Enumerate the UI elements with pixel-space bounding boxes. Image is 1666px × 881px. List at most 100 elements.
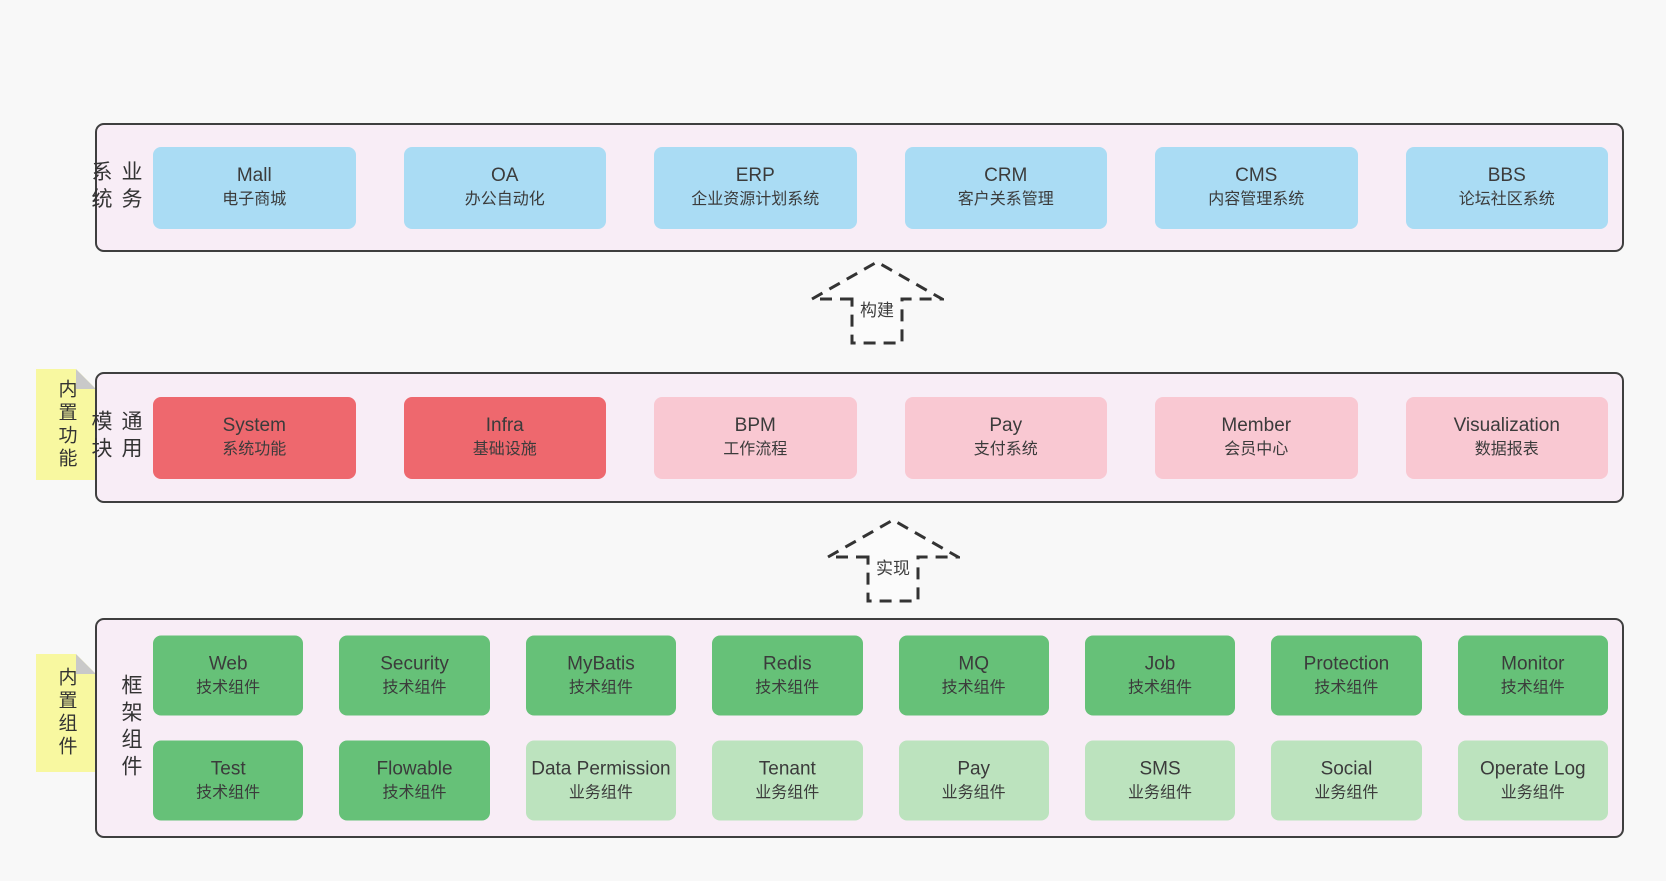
box-subtitle: 技术组件 xyxy=(941,679,1006,697)
box-erp: ERP 企业资源计划系统 xyxy=(654,146,857,229)
box-flowable: Flowable 技术组件 xyxy=(339,740,490,821)
framework-components-section: 框架组件 Web 技术组件 Security 技术组件 MyBatis 技术组件… xyxy=(95,618,1624,838)
box-subtitle: 技术组件 xyxy=(755,679,820,697)
build-arrow-label: 构建 xyxy=(860,301,894,320)
box-title: ERP xyxy=(735,165,775,187)
box-subtitle: 技术组件 xyxy=(1500,679,1565,697)
box-social: Social 业务组件 xyxy=(1271,740,1422,821)
box-subtitle: 技术组件 xyxy=(196,784,261,802)
box-title: MyBatis xyxy=(567,653,635,675)
arrow-outline xyxy=(826,518,960,603)
box-infra: Infra 基础设施 xyxy=(403,396,606,479)
box-title: Test xyxy=(210,758,246,780)
box-test: Test 技术组件 xyxy=(153,740,304,821)
business-systems-label: 业务系统 xyxy=(89,160,142,215)
business-systems-row: Mall 电子商城 OA 办公自动化 ERP 企业资源计划系统 CRM 客户关系… xyxy=(153,146,1608,229)
box-title: Mall xyxy=(236,165,272,187)
box-subtitle: 办公自动化 xyxy=(464,191,545,209)
box-oa: OA 办公自动化 xyxy=(403,146,606,229)
common-modules-row: System 系统功能 Infra 基础设施 BPM 工作流程 Pay 支付系统… xyxy=(153,396,1608,479)
box-web: Web 技术组件 xyxy=(153,635,304,716)
box-subtitle: 技术组件 xyxy=(382,679,447,697)
box-subtitle: 基础设施 xyxy=(472,441,537,459)
box-subtitle: 技术组件 xyxy=(196,679,261,697)
box-protection: Protection 技术组件 xyxy=(1271,635,1422,716)
box-subtitle: 技术组件 xyxy=(1128,679,1193,697)
box-title: OA xyxy=(491,165,519,187)
box-subtitle: 技术组件 xyxy=(568,679,633,697)
box-bpm: BPM 工作流程 xyxy=(654,396,857,479)
box-crm: CRM 客户关系管理 xyxy=(904,146,1107,229)
box-title: Tenant xyxy=(758,758,816,780)
box-member: Member 会员中心 xyxy=(1155,396,1358,479)
box-subtitle: 业务组件 xyxy=(1500,784,1565,802)
box-redis: Redis 技术组件 xyxy=(712,635,863,716)
box-subtitle: 业务组件 xyxy=(1128,784,1193,802)
box-subtitle: 工作流程 xyxy=(723,441,788,459)
box-subtitle: 内容管理系统 xyxy=(1208,191,1305,209)
business-systems-section: 业务系统 Mall 电子商城 OA 办公自动化 ERP 企业资源计划系统 CRM… xyxy=(89,123,1624,252)
sticky-note-builtin-features: 内置功能 xyxy=(36,369,96,480)
sticky-note-builtin-components: 内置组件 xyxy=(36,654,96,772)
box-mall: Mall 电子商城 xyxy=(153,146,356,229)
common-modules-label: 通用模块 xyxy=(89,410,142,465)
box-title: Web xyxy=(208,653,248,675)
box-subtitle: 业务组件 xyxy=(755,784,820,802)
box-subtitle: 数据报表 xyxy=(1474,441,1539,459)
sticky-note-text: 内置组件 xyxy=(55,667,77,759)
box-title: Flowable xyxy=(376,758,453,780)
box-subtitle: 业务组件 xyxy=(1314,784,1379,802)
box-cms: CMS 内容管理系统 xyxy=(1155,146,1358,229)
box-title: Pay xyxy=(957,758,991,780)
implement-arrow-up: 实现 xyxy=(826,518,960,603)
box-title: Infra xyxy=(485,415,524,437)
box-title: Data Permission xyxy=(531,758,671,780)
box-monitor: Monitor 技术组件 xyxy=(1457,635,1608,716)
implement-arrow-label: 实现 xyxy=(876,559,910,578)
box-subtitle: 系统功能 xyxy=(222,441,287,459)
common-modules-section: 通用模块 System 系统功能 Infra 基础设施 BPM 工作流程 Pay… xyxy=(89,372,1624,503)
box-pay-component: Pay 业务组件 xyxy=(898,740,1049,821)
box-subtitle: 会员中心 xyxy=(1224,441,1289,459)
box-title: System xyxy=(222,415,286,437)
box-sms: SMS 业务组件 xyxy=(1084,740,1236,821)
box-mybatis: MyBatis 技术组件 xyxy=(525,635,677,716)
box-title: Visualization xyxy=(1453,415,1560,437)
box-subtitle: 技术组件 xyxy=(382,784,447,802)
box-title: BPM xyxy=(734,415,776,437)
box-title: SMS xyxy=(1139,758,1181,780)
box-subtitle: 业务组件 xyxy=(568,784,633,802)
sticky-note-text: 内置功能 xyxy=(55,378,77,471)
box-subtitle: 业务组件 xyxy=(941,784,1006,802)
box-subtitle: 论坛社区系统 xyxy=(1458,191,1555,209)
box-subtitle: 企业资源计划系统 xyxy=(691,191,820,209)
box-title: CMS xyxy=(1235,165,1278,187)
box-bbs: BBS 论坛社区系统 xyxy=(1405,146,1608,229)
build-arrow-up: 构建 xyxy=(810,260,944,345)
box-job: Job 技术组件 xyxy=(1084,635,1236,716)
box-title: Job xyxy=(1144,653,1176,675)
box-title: Monitor xyxy=(1501,653,1565,675)
box-title: CRM xyxy=(984,165,1028,187)
arrow-outline xyxy=(810,260,944,345)
box-pay-module: Pay 支付系统 xyxy=(904,396,1107,479)
box-title: Operate Log xyxy=(1479,758,1586,780)
framework-components-grid: Web 技术组件 Security 技术组件 MyBatis 技术组件 Redi… xyxy=(153,635,1608,821)
box-title: Redis xyxy=(763,653,812,675)
box-subtitle: 技术组件 xyxy=(1314,679,1379,697)
box-title: Protection xyxy=(1303,653,1390,675)
framework-components-label: 框架组件 xyxy=(119,674,142,782)
box-security: Security 技术组件 xyxy=(339,635,490,716)
box-title: Security xyxy=(380,653,449,675)
box-system: System 系统功能 xyxy=(153,396,356,479)
box-mq: MQ 技术组件 xyxy=(898,635,1049,716)
box-subtitle: 客户关系管理 xyxy=(957,191,1054,209)
box-title: BBS xyxy=(1487,165,1526,187)
box-title: MQ xyxy=(958,653,989,675)
box-subtitle: 支付系统 xyxy=(973,441,1038,459)
box-tenant: Tenant 业务组件 xyxy=(712,740,863,821)
box-title: Pay xyxy=(989,415,1023,437)
box-visualization: Visualization 数据报表 xyxy=(1405,396,1608,479)
box-title: Social xyxy=(1320,758,1373,780)
box-title: Member xyxy=(1221,415,1292,437)
